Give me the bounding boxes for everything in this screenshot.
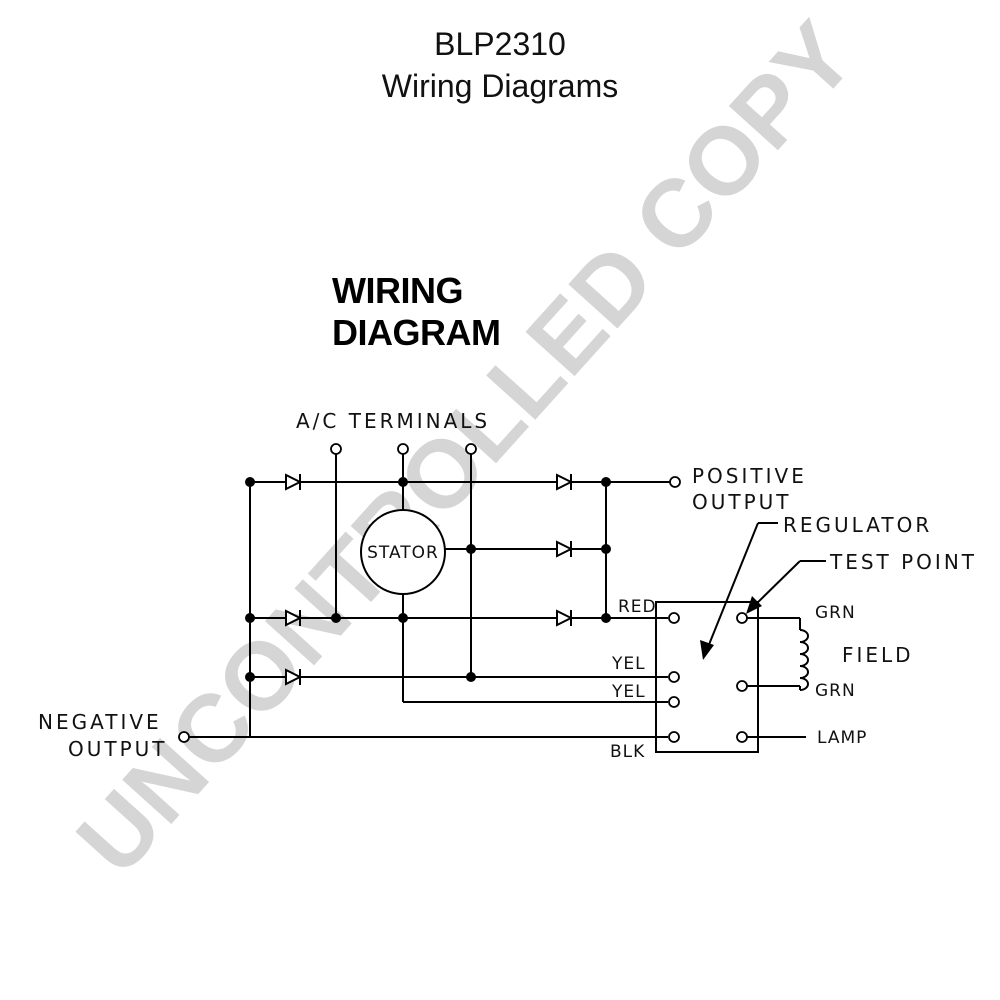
diodes [285,473,574,686]
diagram-heading-line1: WIRING [332,270,463,311]
diode-icon [285,668,303,686]
junction-dot [245,477,255,487]
junction-dot [466,672,476,682]
ac-terminal-3 [465,443,477,455]
labels: A/C TERMINALS POSITIVE OUTPUT REGULATOR … [38,409,977,762]
testpoint-arrow-icon [746,596,762,614]
negative-output-label-2: OUTPUT [68,737,168,761]
diode-icon [556,540,574,558]
regulator-label: REGULATOR [783,513,932,537]
regulator-terminal-grn-top [736,612,748,624]
wire-label-blk: BLK [610,742,645,762]
positive-output-terminal [669,476,681,488]
diode-icon [285,609,303,627]
test-point-label: TEST POINT [829,550,977,574]
junction-dot [601,544,611,554]
regulator-terminal-yel-1 [668,671,680,683]
junctions [245,477,611,682]
terminals [178,443,748,743]
junction-dot [466,544,476,554]
ac-terminal-1 [330,443,342,455]
diagram-heading-line2: DIAGRAM [332,312,501,353]
field-label: FIELD [842,643,914,667]
junction-dot [245,613,255,623]
regulator-box [655,601,759,753]
regulator-terminal-yel-2 [668,696,680,708]
wire-label-red: RED [618,597,657,617]
diode-icon [556,609,574,627]
regulator-leader [705,522,759,653]
testpoint-leader [751,560,801,609]
negative-output-label-1: NEGATIVE [38,710,162,734]
regulator-arrow-icon [700,640,714,660]
negative-output-terminal [178,731,190,743]
regulator-terminal-grn-bottom [736,680,748,692]
junction-dot [331,613,341,623]
field-coil [799,629,809,691]
junction-dot [398,477,408,487]
regulator-terminal-lamp [736,731,748,743]
stator-label: STATOR [367,543,439,563]
junction-dot [398,613,408,623]
wire-label-grn-top: GRN [815,603,856,623]
stator-circle [360,509,446,595]
page-subtitle: Wiring Diagrams [381,68,619,104]
lamp-label: LAMP [817,728,867,748]
ac-terminals-label: A/C TERMINALS [296,409,490,433]
wire-label-yel-2: YEL [611,682,646,702]
junction-dot [601,613,611,623]
regulator-terminal-blk [668,731,680,743]
wire-label-grn-bottom: GRN [815,681,856,701]
model-title: BLP2310 [434,26,566,62]
junction-dot [601,477,611,487]
diode-icon [285,473,303,491]
ac-terminal-2 [397,443,409,455]
diode-icon [556,473,574,491]
wire-label-yel-1: YEL [611,654,646,674]
wires [189,454,826,753]
positive-output-label-1: POSITIVE [692,464,807,488]
regulator-terminal-red [668,612,680,624]
junction-dot [245,672,255,682]
positive-output-label-2: OUTPUT [692,490,792,514]
